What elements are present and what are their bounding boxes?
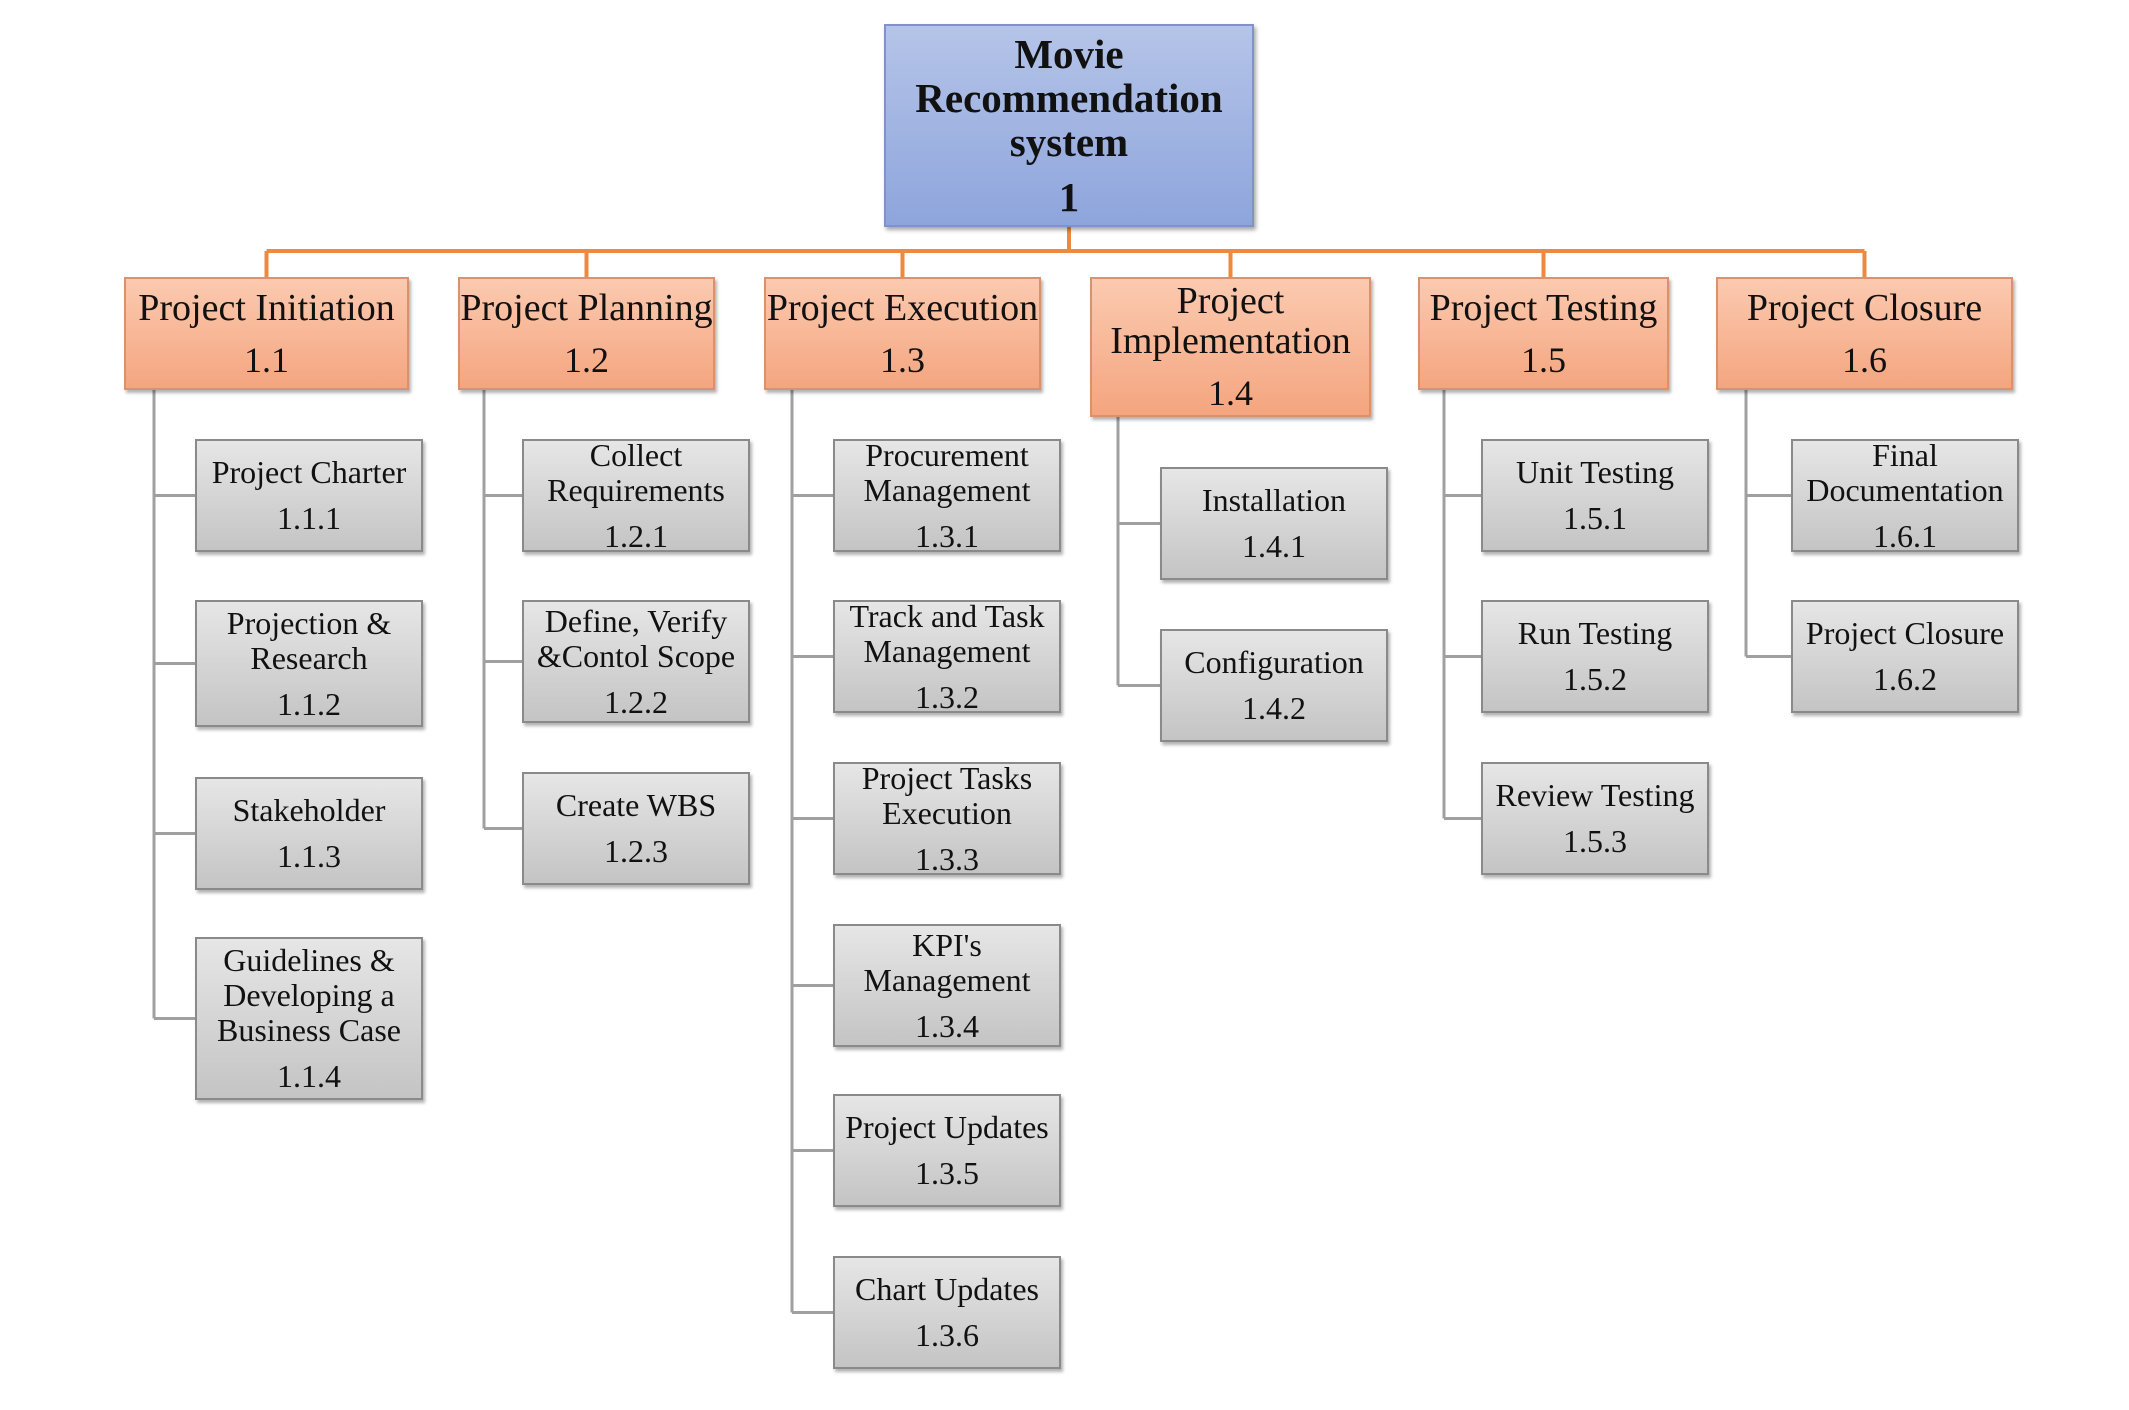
task-node-1.3.4: KPI's Management 1.3.4 <box>833 924 1061 1047</box>
task-node-1.1.1-label: Project Charter <box>211 454 407 490</box>
task-node-1.4.2: Configuration 1.4.2 <box>1160 629 1388 742</box>
task-node-1.1.2-code: 1.1.2 <box>277 685 341 722</box>
task-node-1.1.2: Projection & Research 1.1.2 <box>195 600 423 727</box>
phase-node-1.1: Project Initiation 1.1 <box>124 277 409 390</box>
task-node-1.3.3: Project Tasks Execution 1.3.3 <box>833 759 1061 877</box>
phase-node-1.2: Project Planning 1.2 <box>458 277 715 390</box>
task-node-1.1.3-label: Stakeholder <box>232 792 386 828</box>
phase-node-1.1-code: 1.1 <box>244 339 289 380</box>
task-node-1.3.3-code: 1.3.3 <box>915 840 979 877</box>
task-node-1.6.1: Final Documentation 1.6.1 <box>1791 436 2019 554</box>
task-node-1.2.2-label: Define, Verify &Contol Scope <box>536 602 736 674</box>
phase-node-1.6-code: 1.6 <box>1842 339 1887 380</box>
phase-node-1.1-label: Project Initiation <box>138 286 395 329</box>
task-node-1.3.4-label: KPI's Management <box>863 926 1031 998</box>
task-node-1.6.2-label: Project Closure <box>1805 615 2005 651</box>
task-node-1.3.1: Procurement Management 1.3.1 <box>833 436 1061 554</box>
task-node-1.2.2-code: 1.2.2 <box>604 683 668 720</box>
phase-node-1.6-label: Project Closure <box>1746 286 1983 329</box>
phase-node-1.4-code: 1.4 <box>1208 373 1253 413</box>
task-node-1.4.2-label: Configuration <box>1184 644 1364 680</box>
task-node-1.6.2-code: 1.6.2 <box>1873 661 1937 697</box>
phase-node-1.4-label: Project Implementation <box>1110 280 1351 362</box>
task-node-1.2.3: Create WBS 1.2.3 <box>522 772 750 885</box>
task-node-1.3.5: Project Updates 1.3.5 <box>833 1094 1061 1207</box>
phase-node-1.5-code: 1.5 <box>1521 339 1566 380</box>
task-node-1.1.4: Guidelines & Developing a Business Case 1… <box>195 937 423 1100</box>
task-node-1.5.3: Review Testing 1.5.3 <box>1481 762 1709 875</box>
phase-node-1.2-label: Project Planning <box>460 286 713 329</box>
task-node-1.2.3-label: Create WBS <box>555 787 717 823</box>
task-node-1.3.4-code: 1.3.4 <box>915 1007 979 1044</box>
task-node-1.2.2: Define, Verify &Contol Scope 1.2.2 <box>522 600 750 723</box>
task-node-1.4.1-code: 1.4.1 <box>1242 528 1306 564</box>
root-node-code: 1 <box>1058 173 1080 220</box>
task-node-1.4.1-label: Installation <box>1202 482 1346 518</box>
task-node-1.5.2-code: 1.5.2 <box>1563 661 1627 697</box>
task-node-1.5.1-label: Unit Testing <box>1515 454 1675 490</box>
task-node-1.4.2-code: 1.4.2 <box>1242 690 1306 726</box>
task-node-1.6.1-code: 1.6.1 <box>1873 517 1937 554</box>
task-node-1.3.2: Track and Task Management 1.3.2 <box>833 597 1061 715</box>
phase-node-1.3-code: 1.3 <box>880 339 925 380</box>
task-node-1.5.2-label: Run Testing <box>1517 615 1673 651</box>
task-node-1.3.1-code: 1.3.1 <box>915 517 979 554</box>
task-node-1.4.1: Installation 1.4.1 <box>1160 467 1388 580</box>
task-node-1.3.6-code: 1.3.6 <box>915 1317 979 1353</box>
task-node-1.1.2-label: Projection & Research <box>226 604 392 676</box>
task-node-1.5.3-label: Review Testing <box>1495 777 1695 813</box>
task-node-1.3.5-label: Project Updates <box>845 1109 1049 1145</box>
task-node-1.2.1-code: 1.2.1 <box>604 517 668 554</box>
phase-node-1.3: Project Execution 1.3 <box>764 277 1041 390</box>
task-node-1.5.3-code: 1.5.3 <box>1563 823 1627 859</box>
task-node-1.1.4-label: Guidelines & Developing a Business Case <box>217 942 401 1048</box>
task-node-1.1.1-code: 1.1.1 <box>277 500 341 536</box>
task-node-1.2.1-label: Collect Requirements <box>547 436 725 508</box>
phase-node-1.2-code: 1.2 <box>564 339 609 380</box>
root-node-label: Movie Recommendation system <box>915 30 1223 165</box>
task-node-1.5.2: Run Testing 1.5.2 <box>1481 600 1709 713</box>
task-node-1.3.2-code: 1.3.2 <box>915 678 979 715</box>
task-node-1.1.1: Project Charter 1.1.1 <box>195 439 423 552</box>
task-node-1.1.3-code: 1.1.3 <box>277 838 341 874</box>
task-node-1.2.1: Collect Requirements 1.2.1 <box>522 436 750 554</box>
task-node-1.3.2-label: Track and Task Management <box>849 597 1045 669</box>
task-node-1.6.1-label: Final Documentation <box>1806 436 2004 508</box>
phase-node-1.5: Project Testing 1.5 <box>1418 277 1669 390</box>
task-node-1.3.6-label: Chart Updates <box>855 1271 1039 1307</box>
task-node-1.3.3-label: Project Tasks Execution <box>861 759 1033 831</box>
task-node-1.1.4-code: 1.1.4 <box>277 1058 341 1094</box>
root-node: Movie Recommendation system 1 <box>884 24 1254 227</box>
task-node-1.3.6: Chart Updates 1.3.6 <box>833 1256 1061 1369</box>
phase-node-1.6: Project Closure 1.6 <box>1716 277 2013 390</box>
task-node-1.2.3-code: 1.2.3 <box>604 833 668 869</box>
phase-node-1.5-label: Project Testing <box>1429 286 1658 329</box>
phase-node-1.3-label: Project Execution <box>766 286 1039 329</box>
task-node-1.1.3: Stakeholder 1.1.3 <box>195 777 423 890</box>
phase-node-1.4: Project Implementation 1.4 <box>1090 277 1371 417</box>
task-node-1.3.1-label: Procurement Management <box>863 436 1031 508</box>
task-node-1.5.1: Unit Testing 1.5.1 <box>1481 439 1709 552</box>
task-node-1.5.1-code: 1.5.1 <box>1563 500 1627 536</box>
task-node-1.6.2: Project Closure 1.6.2 <box>1791 600 2019 713</box>
task-node-1.3.5-code: 1.3.5 <box>915 1155 979 1191</box>
